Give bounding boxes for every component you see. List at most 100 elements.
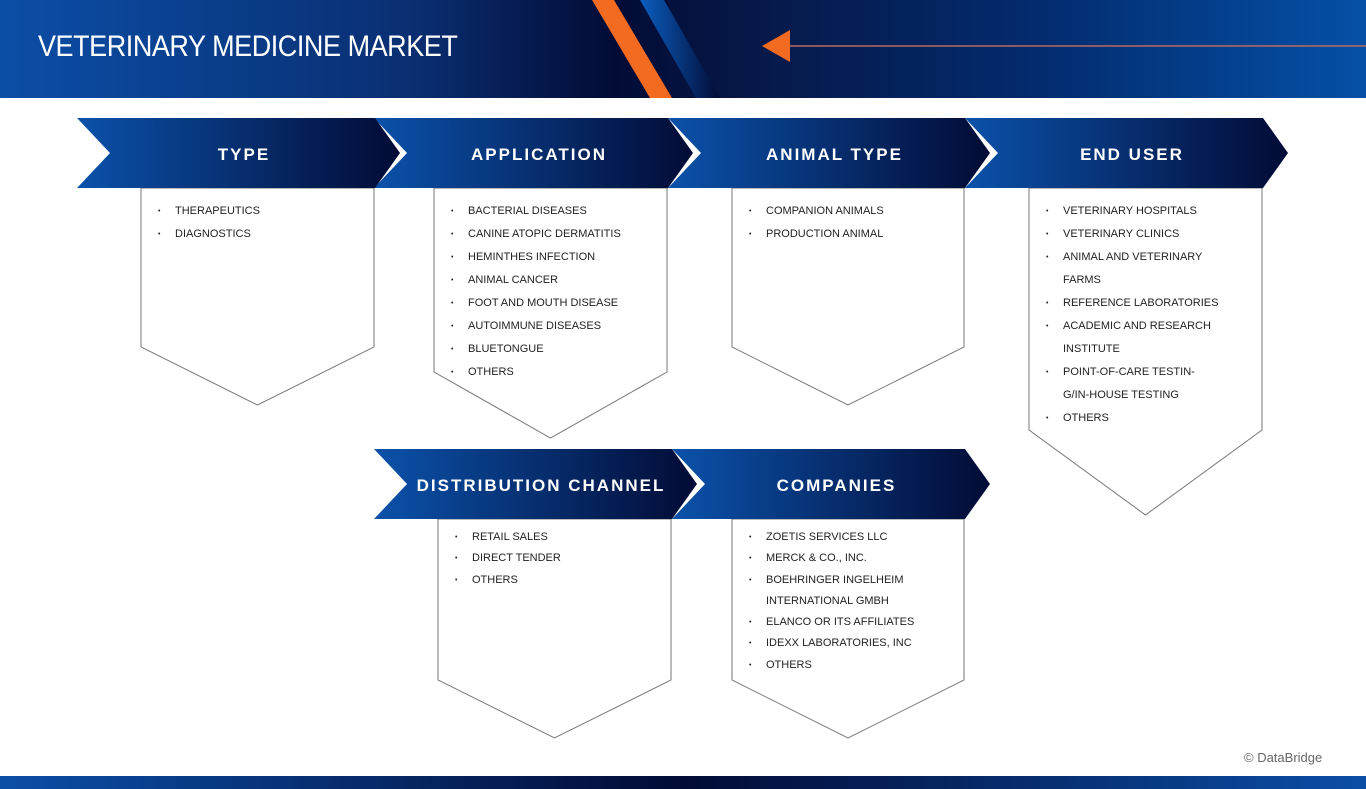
list-item-text: OTHERS xyxy=(468,366,514,378)
list-item: • DIAGNOSTICS xyxy=(141,223,374,246)
list-item-text: VETERINARY HOSPITALS xyxy=(1063,205,1197,217)
segment-list: • RETAIL SALES •DIRECT TENDER • OTHERS xyxy=(438,527,671,591)
segment-list: • THERAPEUTICS • DIAGNOSTICS xyxy=(141,200,374,246)
list-item-text: POINT-OF-CARE TESTIN- xyxy=(1063,366,1195,378)
list-item-text: REFERENCE LABORATORIES xyxy=(1063,297,1219,309)
list-item: • OTHERS xyxy=(732,655,964,676)
list-item-text: COMPANION ANIMALS xyxy=(766,205,884,217)
bullet-icon: • xyxy=(749,555,752,563)
list-item-text: BOEHRINGER INGELHEIM xyxy=(766,573,904,586)
bullet-icon: • xyxy=(451,369,454,376)
segment-list: •ZOETIS SERVICES LLC•MERCK & CO., INC.•B… xyxy=(732,527,964,676)
bullet-icon: • xyxy=(451,323,454,330)
segment-title: DISTRIBUTION CHANNEL xyxy=(416,476,666,495)
bullet-icon: • xyxy=(451,231,454,238)
segment-list: • VETERINARY HOSPITALS • VETERINARY CLINICS… xyxy=(1029,200,1262,430)
list-item: • ACADEMIC AND RESEARCH xyxy=(1029,315,1262,338)
list-item: FARMS xyxy=(1029,269,1262,292)
chevron-distribution-channel xyxy=(374,449,697,519)
segment-list: • COMPANION ANIMALS •PRODUCTION ANIMAL xyxy=(732,200,964,246)
list-item-text: THERAPEUTICS xyxy=(175,205,260,217)
list-item-text: CANINE ATOPIC DERMATITIS xyxy=(468,228,621,240)
list-item-text: VETERINARY CLINICS xyxy=(1063,228,1180,240)
bullet-icon: • xyxy=(451,346,454,353)
list-item: • COMPANION ANIMALS xyxy=(732,200,964,223)
list-item-text: HEMINTHES INFECTION xyxy=(468,251,596,263)
list-item: •ZOETIS SERVICES LLC xyxy=(732,527,964,548)
copyright: © DataBridge xyxy=(1244,750,1323,765)
list-item-text: FARMS xyxy=(1063,274,1101,286)
list-item: •OTHERS xyxy=(1029,407,1262,430)
bullet-icon: • xyxy=(451,277,454,284)
segment-list: •BACTERIAL DISEASES•CANINE ATOPIC DERMAT… xyxy=(434,200,667,384)
list-item-text: ZOETIS SERVICES LLC xyxy=(766,531,888,543)
bullet-icon: • xyxy=(451,208,454,215)
bullet-icon: • xyxy=(455,576,458,584)
list-item: •ELANCO OR ITS AFFILIATES xyxy=(732,612,964,633)
list-item: •IDEXX LABORATORIES, INC xyxy=(732,633,964,654)
list-item: • THERAPEUTICS xyxy=(141,200,374,223)
list-item-text: BLUETONGUE xyxy=(468,343,544,355)
chevron-animal-type xyxy=(668,118,990,188)
footer-bar xyxy=(0,776,1366,789)
list-item: • ANIMAL AND VETERINARY xyxy=(1029,246,1262,269)
list-item-text: PRODUCTION ANIMAL xyxy=(766,228,884,240)
bullet-icon: • xyxy=(158,208,161,215)
header-decoration xyxy=(592,0,1366,98)
list-item: G/IN-HOUSE TESTING xyxy=(1029,384,1262,407)
orange-stripe xyxy=(592,0,672,98)
list-item-text: AUTOIMMUNE DISEASES xyxy=(468,320,602,332)
list-item: •PRODUCTION ANIMAL xyxy=(732,223,964,246)
list-item-text: ANIMAL AND VETERINARY xyxy=(1063,251,1203,263)
list-item-text: FOOT AND MOUTH DISEASE xyxy=(468,297,619,309)
list-item: • REFERENCE LABORATORIES xyxy=(1029,292,1262,315)
bullet-icon: • xyxy=(158,231,161,238)
list-item-text: ANIMAL CANCER xyxy=(468,274,559,286)
bullet-icon: • xyxy=(1046,300,1049,307)
list-item-text: MERCK & CO., INC. xyxy=(766,552,867,565)
bullet-icon: • xyxy=(749,208,752,215)
header-banner: VETERINARY MEDICINE MARKET xyxy=(0,0,1366,98)
list-item: • AUTOIMMUNE DISEASES xyxy=(434,315,667,338)
segment-title: COMPANIES xyxy=(776,476,897,495)
list-item: • MERCK & CO., INC. xyxy=(732,548,964,569)
list-item: • POINT-OF-CARE TESTIN- xyxy=(1029,361,1262,384)
list-item: • VETERINARY CLINICS xyxy=(1029,223,1262,246)
list-item-text: OTHERS xyxy=(472,573,518,586)
list-item: • BOEHRINGER INGELHEIM xyxy=(732,570,964,591)
list-item-text: INSTITUTE xyxy=(1063,343,1120,355)
list-item: • FOOT AND MOUTH DISEASE xyxy=(434,292,667,315)
list-item: •DIRECT TENDER xyxy=(438,548,671,569)
list-item: • ANIMAL CANCER xyxy=(434,269,667,292)
bullet-icon: • xyxy=(1046,254,1049,261)
list-item: •BACTERIAL DISEASES xyxy=(434,200,667,223)
bullet-icon: • xyxy=(749,576,752,584)
list-item-text: IDEXX LABORATORIES, INC xyxy=(766,637,912,650)
chevron-application xyxy=(374,118,693,188)
list-item: •HEMINTHES INFECTION xyxy=(434,246,667,269)
list-item: • OTHERS xyxy=(438,570,671,591)
list-item-text: OTHERS xyxy=(766,658,812,671)
bullet-icon: • xyxy=(1046,231,1049,238)
segment-title: END USER xyxy=(1080,145,1184,164)
list-item: • BLUETONGUE xyxy=(434,338,667,361)
list-item: • OTHERS xyxy=(434,361,667,384)
bullet-icon: • xyxy=(749,661,752,669)
chevron-type xyxy=(77,118,400,188)
segment-title: TYPE xyxy=(217,145,271,164)
list-item: INSTITUTE xyxy=(1029,338,1262,361)
list-item-text: DIAGNOSTICS xyxy=(175,228,251,240)
list-item-text: RETAIL SALES xyxy=(472,531,548,543)
segment-title: APPLICATION xyxy=(471,145,607,164)
arrow-left-icon xyxy=(762,30,790,62)
bullet-icon: • xyxy=(1046,323,1049,330)
list-item: • CANINE ATOPIC DERMATITIS xyxy=(434,223,667,246)
list-item-text: ELANCO OR ITS AFFILIATES xyxy=(766,616,915,629)
bullet-icon: • xyxy=(451,300,454,307)
bullet-icon: • xyxy=(1046,369,1049,376)
list-item-text: ACADEMIC AND RESEARCH xyxy=(1063,320,1211,332)
bullet-icon: • xyxy=(455,534,458,541)
list-item-text: INTERNATIONAL GMBH xyxy=(766,594,889,607)
blue-stripe xyxy=(640,0,720,98)
